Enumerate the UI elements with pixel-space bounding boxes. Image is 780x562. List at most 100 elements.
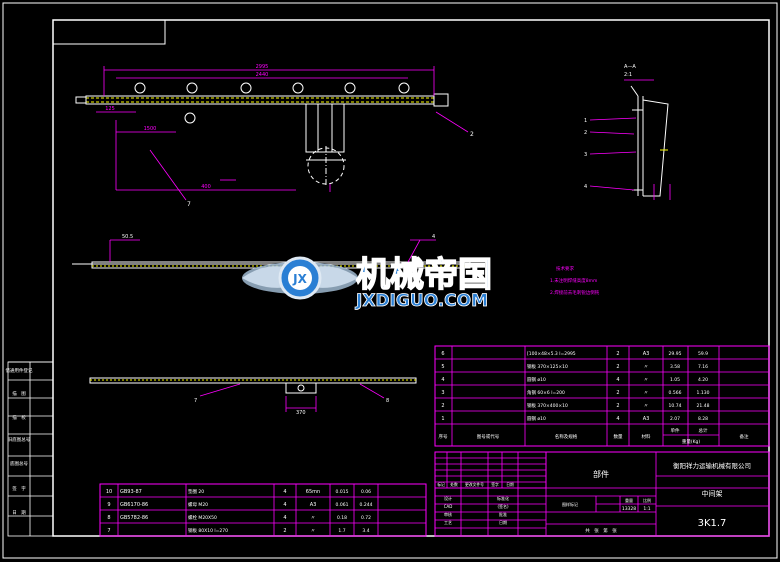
parts-row-qty: 2 xyxy=(616,390,619,396)
dim-50-5: 50.5 xyxy=(122,234,133,240)
watermark-cn: 机械帝国 xyxy=(356,255,492,295)
rev-header: 日期 xyxy=(506,482,514,487)
parts-row-spec: 圆钢 ø10 xyxy=(527,415,546,422)
lower-row-code: GB93-87 xyxy=(120,489,142,495)
balloon-2-section: 2 xyxy=(584,130,587,136)
parts-row-material: 〃 xyxy=(643,377,648,383)
header-spec: 名称及规格 xyxy=(555,433,578,440)
parts-row-qty: 2 xyxy=(616,364,619,370)
lower-row-material: A3 xyxy=(310,502,317,508)
sign-row-label: 审核 xyxy=(444,511,452,517)
parts-row-weight-total: 59.9 xyxy=(698,351,708,357)
parts-row-material: A3 xyxy=(643,351,650,357)
title-stage-label: 图样标记 xyxy=(562,501,578,507)
section-label: A—A xyxy=(624,64,636,70)
balloon-3-section: 3 xyxy=(584,152,587,158)
rev-header: 签字 xyxy=(491,482,499,487)
parts-row-no: 1 xyxy=(441,416,444,422)
tech-notes-title: 技术要求 xyxy=(556,265,574,272)
parts-row-weight-single: 0.566 xyxy=(669,390,682,396)
lower-row-weight-single: 0.015 xyxy=(336,489,349,495)
section-view-a-a xyxy=(630,85,669,197)
parts-row-spec: 钢板 370×400×10 xyxy=(527,402,568,409)
left-column-label: 描 图 xyxy=(12,390,26,397)
lower-row-weight-single: 0.061 xyxy=(336,502,349,508)
parts-row-weight-total: 7.16 xyxy=(698,364,708,370)
watermark-logo-letters: JX xyxy=(292,272,307,286)
dim-370: 370 xyxy=(296,410,306,416)
lower-row-weight-total: 0.72 xyxy=(361,515,371,521)
sign-row-label: 设计 xyxy=(444,495,452,501)
sign-col-label: (签名) xyxy=(497,503,509,509)
title-type: 部件 xyxy=(593,469,609,479)
sign-row-label: CAD xyxy=(444,504,453,509)
parts-row-qty: 2 xyxy=(616,403,619,409)
title-scale: 1:1 xyxy=(643,506,650,512)
dim-2440: 2440 xyxy=(256,72,269,78)
parts-row-qty: 2 xyxy=(616,351,619,357)
dim-400: 400 xyxy=(201,184,211,190)
left-column-label: 底图总号 xyxy=(10,460,28,467)
title-company: 衡阳祥力运输机械有限公司 xyxy=(673,461,751,470)
left-column-label: 签 字 xyxy=(12,485,26,492)
lower-row-name: 螺母 M20 xyxy=(188,501,208,508)
rev-header: 标记 xyxy=(437,482,445,487)
lower-row-weight-single: 1.7 xyxy=(338,528,345,534)
tech-note-1: 1.未注明焊缝高度8mm xyxy=(550,277,597,284)
lower-row-weight-total: 0.244 xyxy=(360,502,373,508)
tech-note-2: 2.焊接前去毛刺锐边倒钝 xyxy=(550,289,600,296)
parts-row-no: 6 xyxy=(441,351,444,357)
parts-row-material: 〃 xyxy=(643,390,648,396)
parts-row-weight-single: 1.05 xyxy=(670,377,680,383)
header-material: 材料 xyxy=(642,433,651,440)
lower-row-name: 钢板 80X10 l=270 xyxy=(188,527,228,534)
parts-row-material: 〃 xyxy=(643,403,648,409)
title-part-name: 中间架 xyxy=(702,489,723,498)
left-column-label: 旧底图总号 xyxy=(8,436,31,443)
header-qty: 数量 xyxy=(614,433,623,440)
balloon-8-plan: 8 xyxy=(386,398,389,404)
lower-row-material: 〃 xyxy=(310,528,315,534)
section-scale: 2:1 xyxy=(624,72,632,78)
parts-row-weight-single: 2.07 xyxy=(670,416,680,422)
parts-row-weight-single: 3.58 xyxy=(670,364,680,370)
header-no: 序号 xyxy=(439,433,448,440)
balloon-7-front: 7 xyxy=(187,201,191,208)
parts-row-weight-total: 1.130 xyxy=(697,390,710,396)
lower-row-no: 7 xyxy=(107,528,110,534)
balloon-1-section: 1 xyxy=(584,118,587,124)
header-code: 图号或代号 xyxy=(477,433,500,440)
parts-row-weight-single: 29.95 xyxy=(669,351,682,357)
lower-row-code: GB5782-86 xyxy=(120,515,148,521)
parts-row-qty: 4 xyxy=(616,377,619,383)
parts-row-qty: 4 xyxy=(616,416,619,422)
lower-row-no: 8 xyxy=(107,515,110,521)
lower-row-qty: 4 xyxy=(283,502,286,508)
header-weight-total: 总计 xyxy=(699,427,708,434)
lower-row-no: 9 xyxy=(107,502,110,508)
lower-row-material: 65mn xyxy=(306,489,320,495)
title-weight-label: 重量 xyxy=(625,497,633,503)
lower-row-material: 〃 xyxy=(310,515,315,521)
lower-row-qty: 4 xyxy=(283,515,286,521)
parts-row-no: 5 xyxy=(441,364,444,370)
lower-row-name: 螺栓 M20X50 xyxy=(188,514,217,521)
sign-row-label: 工艺 xyxy=(444,520,452,525)
balloon-2-front: 2 xyxy=(470,131,474,138)
parts-row-spec: 钢板 370×125×10 xyxy=(527,363,568,370)
title-sheet: 共 张 第 张 xyxy=(585,527,617,534)
balloon-4-plan: 4 xyxy=(432,234,435,240)
parts-row-weight-total: 8.28 xyxy=(698,416,708,422)
left-column-label: 借通用件登记 xyxy=(6,367,33,374)
dim-125: 125 xyxy=(105,106,115,112)
rev-header: 处数 xyxy=(450,482,458,487)
title-drawing-no: 3K1.7 xyxy=(698,518,727,529)
lower-row-weight-total: 0.06 xyxy=(361,489,371,495)
lower-row-code: GB6170-86 xyxy=(120,502,148,508)
dim-1500: 1500 xyxy=(144,126,157,132)
lower-row-no: 10 xyxy=(106,489,112,495)
parts-row-weight-single: 10.74 xyxy=(669,403,682,409)
